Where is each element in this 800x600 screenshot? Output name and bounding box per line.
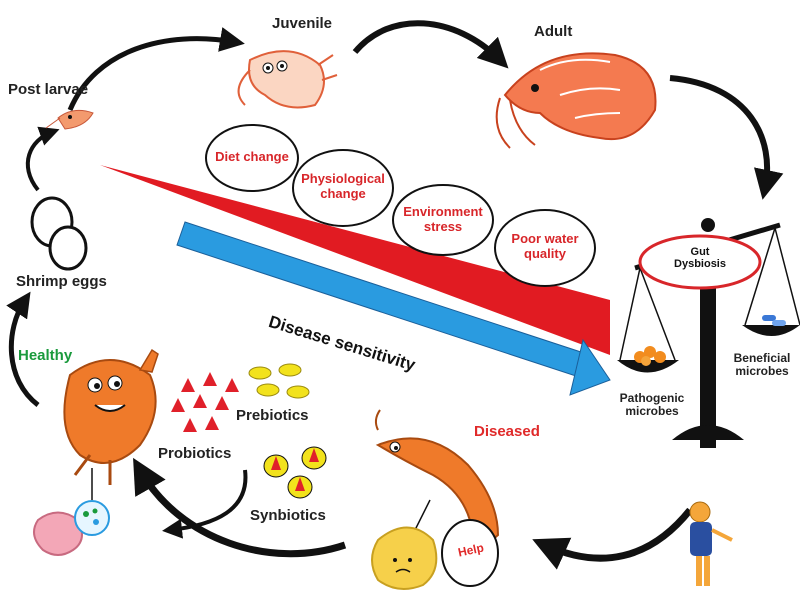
cycle-arrow-treatments-loop <box>162 469 248 539</box>
factor-environment-stress: Environment stress <box>393 204 493 235</box>
mascot-shrimp-icon <box>689 501 733 586</box>
prebiotics-label: Prebiotics <box>236 407 309 424</box>
factor-poor-water-quality: Poor water quality <box>495 231 595 262</box>
factor-oval-physiological <box>292 149 394 227</box>
synbiotics-label: Synbiotics <box>250 507 326 524</box>
cycle-arrow-juvenile-to-adult <box>352 20 509 69</box>
post-larvae-shrimp-icon <box>45 109 94 130</box>
prebiotics-icon <box>248 363 310 399</box>
stage-label-post-larvae: Post larvae <box>8 81 89 98</box>
adult-shrimp-icon <box>495 52 657 149</box>
stage-label-shrimp-eggs: Shrimp eggs <box>16 273 107 290</box>
factor-oval-environment <box>392 184 494 256</box>
cycle-arrow-eggs-to-postlarvae <box>25 126 60 192</box>
juvenile-shrimp-icon <box>237 50 338 109</box>
gut-dysbiosis-line1: Gut <box>690 246 710 258</box>
pathogenic-line2: microbes <box>625 404 679 419</box>
probiotics-label: Probiotics <box>158 445 232 462</box>
factor-environment-line1: Environment <box>403 204 483 219</box>
factor-oval-water <box>494 209 596 287</box>
pathogenic-line1: Pathogenic <box>619 391 685 405</box>
stage-label-juvenile: Juvenile <box>272 15 333 32</box>
cycle-arrow-adult-to-balance <box>669 75 784 200</box>
synbiotics-icon <box>263 446 327 499</box>
gut-dysbiosis-line2: Dysbiosis <box>674 258 726 271</box>
factor-water-line1: Poor water <box>511 231 579 246</box>
help-bubble <box>441 519 499 587</box>
pathogenic-microbes-label: Pathogenic microbes <box>612 391 692 419</box>
disease-sensitivity-arrow-icon <box>176 221 611 396</box>
egg-icon <box>30 196 88 271</box>
factor-physiological-change: Physiological change <box>293 171 393 202</box>
cycle-arrow-diseased-to-treatments <box>133 457 347 558</box>
gut-dysbiosis-label: Gut Dysbiosis <box>660 246 740 270</box>
factor-water-line2: quality <box>524 245 566 261</box>
beneficial-microbes-label: Beneficial microbes <box>724 351 800 379</box>
factor-diet-change: Diet change <box>206 149 298 165</box>
cycle-arrow-postlarvae-to-juvenile <box>67 27 245 111</box>
beneficial-line1: Beneficial <box>733 351 791 365</box>
beneficial-microbes-icon <box>762 315 786 326</box>
factor-physiological-line1: Physiological <box>301 171 385 186</box>
healthy-shrimp-icon <box>63 348 159 485</box>
factor-oval-diet <box>205 124 299 192</box>
probiotics-icon <box>171 372 239 432</box>
healthy-label: Healthy <box>18 347 73 364</box>
diseased-label: Diseased <box>474 423 540 440</box>
pathogenic-microbes-icon <box>634 346 666 366</box>
factor-physiological-line2: change <box>320 185 366 201</box>
healthy-gut-icon <box>33 468 110 556</box>
factor-environment-line2: stress <box>423 218 463 234</box>
sick-gut-icon <box>371 526 438 590</box>
factor-diet-line1: Diet change <box>215 149 289 164</box>
cycle-arrow-balance-to-diseased <box>532 507 693 570</box>
risk-wedge <box>100 165 610 355</box>
scale-icon <box>617 218 800 448</box>
stage-label-adult: Adult <box>534 23 573 40</box>
cycle-arrow-healthy-to-eggs <box>6 291 40 407</box>
beneficial-line2: microbes <box>735 364 789 379</box>
